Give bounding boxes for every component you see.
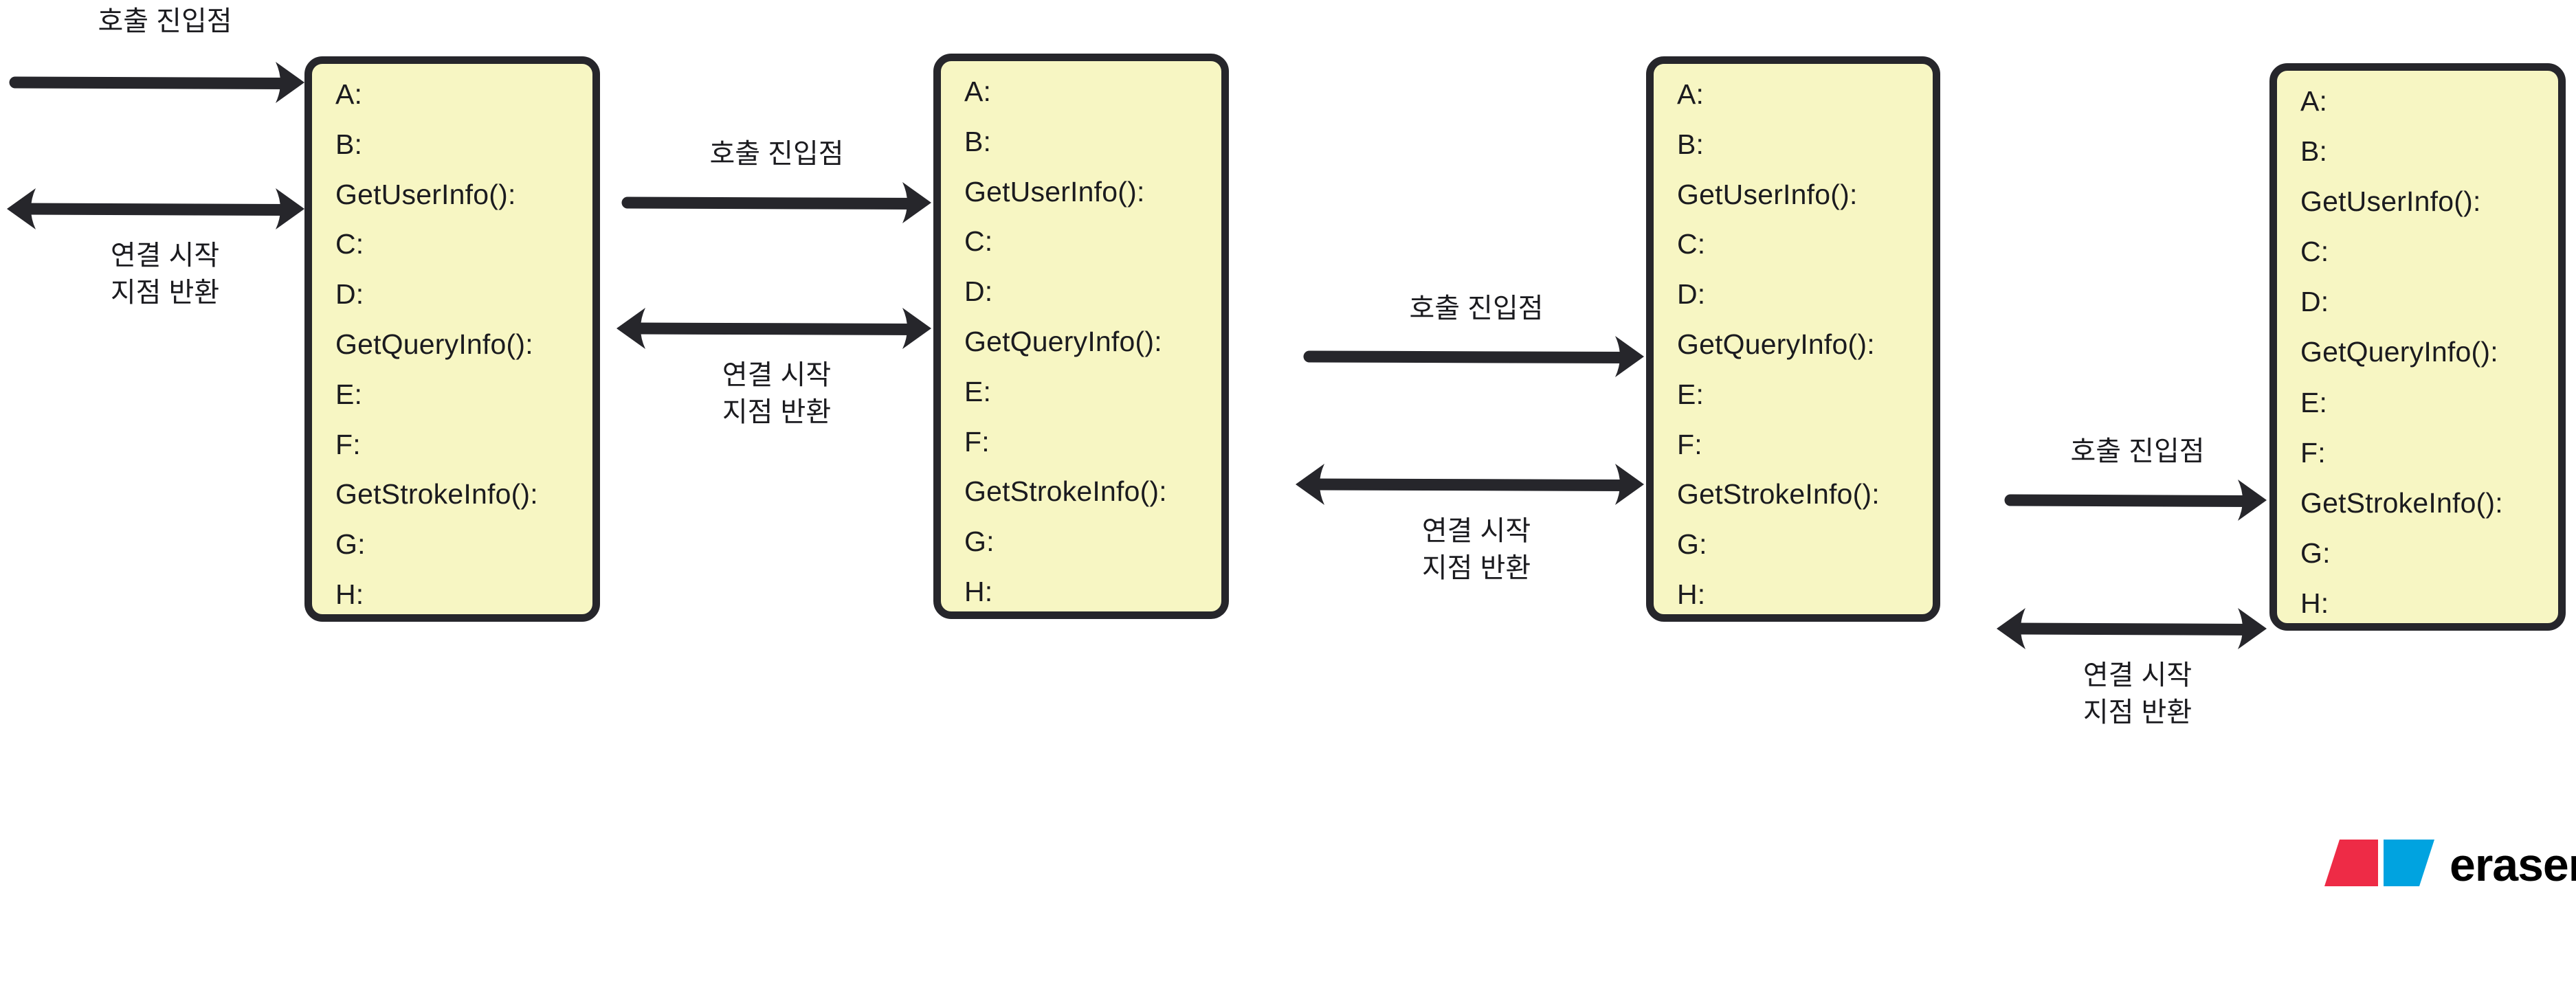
node-line: C: xyxy=(1677,228,1706,260)
node-line: F: xyxy=(2300,436,2326,469)
node-line: GetQueryInfo(): xyxy=(964,325,1162,357)
edge-label-node-4-return: 연결 시작 지점 반환 xyxy=(2083,660,2192,728)
node-line: G: xyxy=(335,528,366,561)
eraser-logo: eraser xyxy=(2324,840,2576,890)
node-line: E: xyxy=(964,375,992,407)
eraser-logo-mark-icon xyxy=(2324,840,2434,890)
node-line: GetUserInfo(): xyxy=(2300,185,2481,218)
node-line: GetUserInfo(): xyxy=(964,175,1145,207)
arrow-edge-node-1-to-node-2 xyxy=(621,182,931,223)
edge-label-entry-to-node-1: 호출 진입점 xyxy=(98,6,232,36)
arrow-head xyxy=(2238,480,2267,521)
node-box-2[interactable]: A: B: GetUserInfo(): C: D: GetQueryInfo(): E: F… xyxy=(933,54,1229,619)
node-line: A: xyxy=(335,78,363,110)
node-line: C: xyxy=(335,228,364,260)
node-line: B: xyxy=(335,128,363,160)
node-line: E: xyxy=(1677,378,1705,410)
arrow-shaft xyxy=(631,322,922,335)
node-line: A: xyxy=(1677,78,1705,110)
node-line: A: xyxy=(964,75,992,107)
node-line: F: xyxy=(1677,428,1702,460)
node-line: A: xyxy=(2300,85,2328,117)
node-line: GetUserInfo(): xyxy=(335,178,516,210)
arrow-edge-node-3-return xyxy=(1296,464,1644,505)
arrow-head xyxy=(276,62,304,103)
node-line: GetQueryInfo(): xyxy=(1677,328,1875,360)
arrow-edge-node-1-return-left xyxy=(7,188,304,229)
node-line: E: xyxy=(2300,386,2328,418)
node-line: GetStrokeInfo(): xyxy=(335,478,538,510)
arrow-head xyxy=(1296,464,1324,505)
node-line: E: xyxy=(335,378,363,410)
arrow-shaft xyxy=(21,203,296,216)
node-line: D: xyxy=(964,275,993,308)
arrow-head xyxy=(902,308,931,349)
arrow-head xyxy=(1615,464,1644,505)
node-line: H: xyxy=(964,576,993,608)
arrow-shaft xyxy=(621,196,922,210)
arrow-head xyxy=(7,188,36,229)
node-line: D: xyxy=(1677,278,1706,311)
arrow-edge-entry-to-node-1 xyxy=(9,62,304,103)
arrow-head xyxy=(902,182,931,223)
arrow-edge-node-4-return xyxy=(1997,608,2267,649)
node-line: F: xyxy=(335,428,361,460)
node-box-3[interactable]: A: B: GetUserInfo(): C: D: GetQueryInfo(): E: F… xyxy=(1646,56,1940,622)
arrow-shaft xyxy=(2011,622,2258,635)
node-line: GetStrokeInfo(): xyxy=(964,475,1167,508)
node-line: GetUserInfo(): xyxy=(1677,178,1858,210)
node-line: G: xyxy=(964,526,995,558)
node-line: D: xyxy=(335,278,364,311)
node-line: GetQueryInfo(): xyxy=(335,328,533,360)
node-line: H: xyxy=(2300,587,2329,619)
node-line: B: xyxy=(2300,135,2328,168)
arrow-head xyxy=(1615,336,1644,377)
edge-label-node-3-to-node-4: 호출 진입점 xyxy=(2070,436,2205,466)
node-line: B: xyxy=(1677,128,1705,160)
node-line: H: xyxy=(335,578,364,611)
arrow-edge-node-2-return xyxy=(617,308,931,349)
node-line: C: xyxy=(2300,236,2329,268)
edge-label-node-2-return: 연결 시작 지점 반환 xyxy=(722,360,832,427)
node-line: B: xyxy=(964,125,992,157)
arrow-shaft xyxy=(1310,478,1635,491)
node-line: GetStrokeInfo(): xyxy=(1677,478,1880,510)
node-line: G: xyxy=(1677,528,1707,561)
arrow-edge-node-2-to-node-3 xyxy=(1303,336,1644,377)
edge-label-node-2-to-node-3: 호출 진입점 xyxy=(1409,293,1544,324)
node-line: GetStrokeInfo(): xyxy=(2300,486,2503,519)
node-line: H: xyxy=(1677,578,1706,611)
node-box-4[interactable]: A: B: GetUserInfo(): C: D: GetQueryInfo(): E: F… xyxy=(2269,63,2566,631)
edge-label-node-1-return: 연결 시작 지점 반환 xyxy=(110,240,220,308)
arrow-edge-node-3-to-node-4 xyxy=(2004,480,2267,521)
eraser-logo-wordmark: eraser xyxy=(2450,838,2576,891)
node-line: G: xyxy=(2300,537,2331,569)
arrow-shaft xyxy=(9,76,296,89)
arrow-head xyxy=(1997,608,2025,649)
edge-label-node-1-to-node-2: 호출 진입점 xyxy=(709,139,844,169)
arrow-shaft xyxy=(1303,350,1635,363)
node-line: C: xyxy=(964,225,993,258)
node-line: D: xyxy=(2300,286,2329,318)
arrow-head xyxy=(276,188,304,229)
arrow-head xyxy=(2238,608,2267,649)
arrow-head xyxy=(617,308,645,349)
edge-label-node-3-return: 연결 시작 지점 반환 xyxy=(1421,516,1531,583)
node-line: GetQueryInfo(): xyxy=(2300,336,2498,368)
node-box-1[interactable]: A: B: GetUserInfo(): C: D: GetQueryInfo(): E: F… xyxy=(304,56,600,622)
arrow-shaft xyxy=(2004,494,2258,507)
node-line: F: xyxy=(964,425,990,458)
